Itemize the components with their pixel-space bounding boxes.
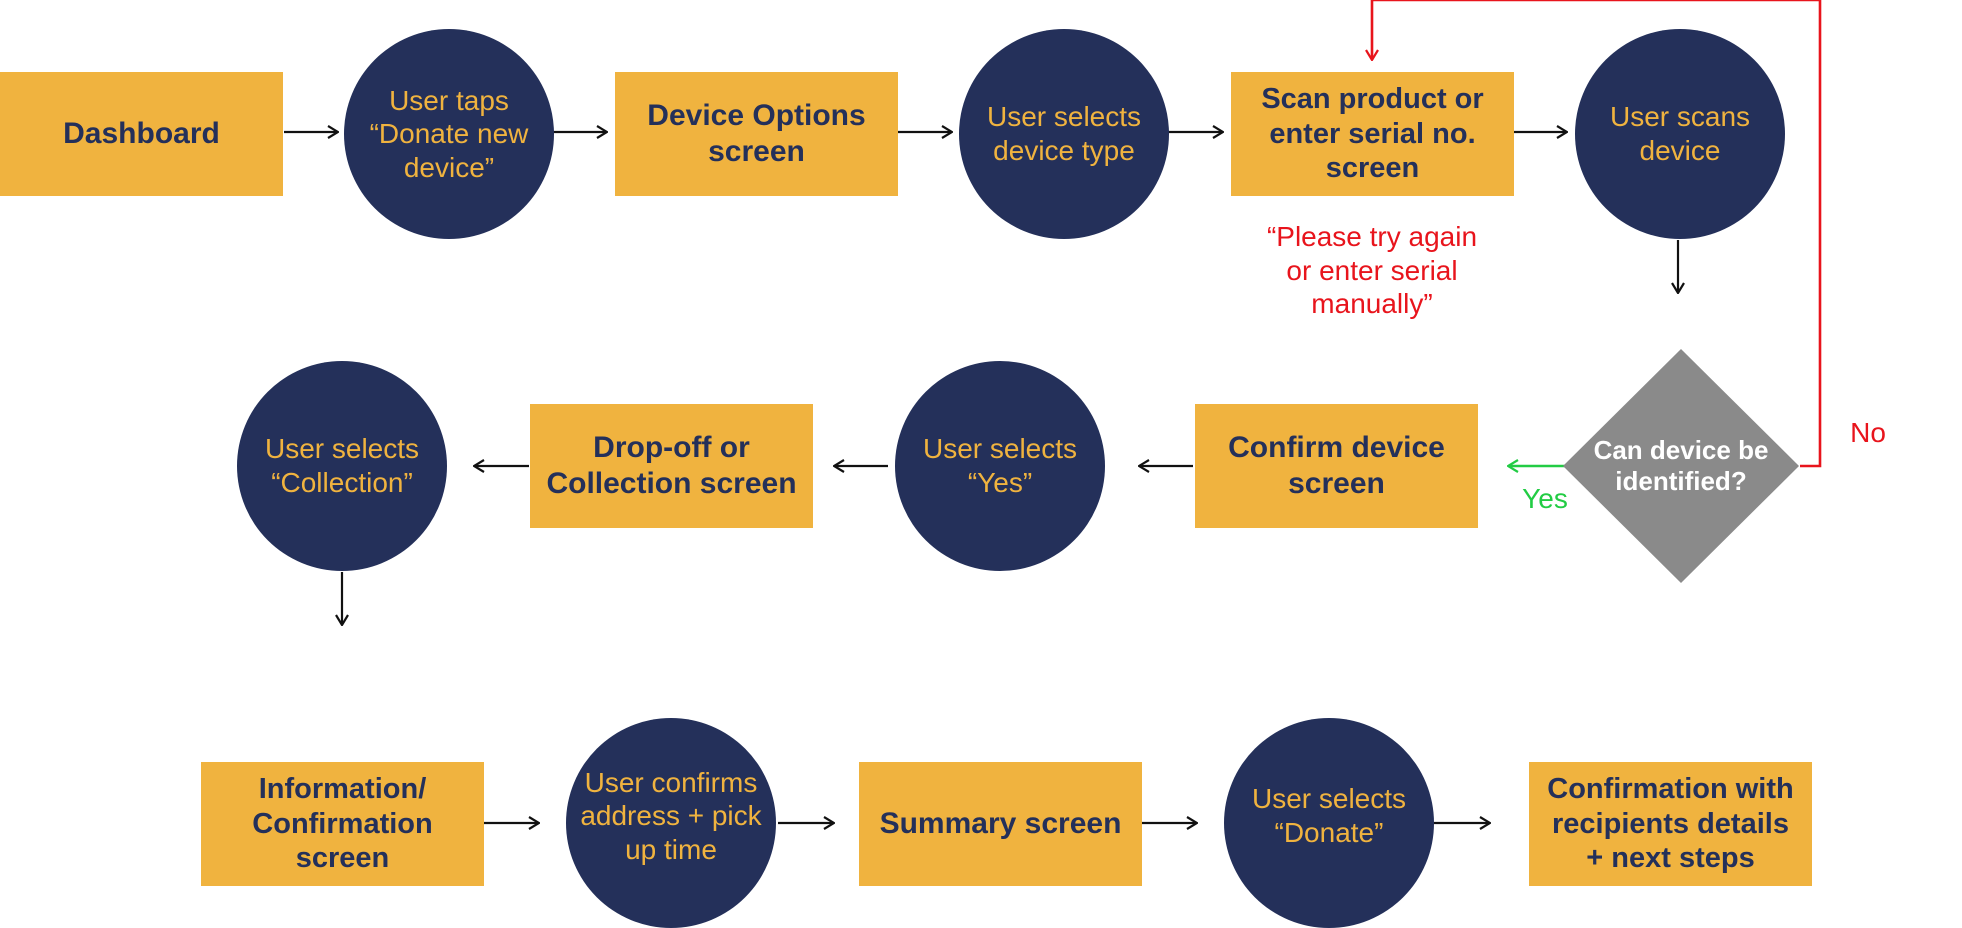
user-taps-node: User taps “Donate new device” [344, 29, 554, 239]
decision-diamond [1563, 349, 1799, 583]
information-confirmation-label: Information/ Confirmation screen [252, 772, 433, 875]
user-taps-label: User taps “Donate new device” [369, 84, 529, 183]
dashboard-label: Dashboard [63, 117, 220, 150]
confirmation-recipients-node: Confirmation with recipients details + n… [1529, 762, 1812, 886]
user-selects-device-type-node: User selects device type [959, 29, 1169, 239]
device-options-label: Device Options screen [647, 99, 866, 168]
user-selects-collection-label: User selects “Collection” [264, 433, 420, 498]
summary-node: Summary screen [859, 762, 1142, 886]
user-selects-donate-node: User selects “Donate” [1224, 718, 1434, 928]
user-selects-collection-node: User selects “Collection” [237, 361, 447, 571]
no-label: No [1850, 417, 1886, 448]
information-confirmation-node: Information/ Confirmation screen [201, 762, 484, 886]
confirm-device-label: Confirm device screen [1228, 431, 1445, 500]
dashboard-node: Dashboard [0, 72, 283, 196]
dropoff-collection-node: Drop-off or Collection screen [530, 404, 813, 528]
user-selects-yes-node: User selects “Yes” [895, 361, 1105, 571]
scan-product-node: Scan product or enter serial no. screen [1231, 72, 1514, 196]
scan-product-label: Scan product or enter serial no. screen [1261, 82, 1484, 185]
user-selects-device-type-label: User selects device type [986, 101, 1142, 166]
summary-label: Summary screen [879, 807, 1122, 840]
retry-message: “Please try again or enter serial manual… [1266, 221, 1478, 320]
user-confirms-address-label: User confirms address + pick up time [580, 766, 762, 865]
user-scans-device-node: User scans device [1575, 29, 1785, 239]
confirm-device-node: Confirm device screen [1195, 404, 1478, 528]
user-scans-device-label: User scans device [1609, 101, 1751, 166]
no-path-connector [1372, 0, 1822, 468]
yes-label: Yes [1522, 483, 1568, 514]
user-selects-donate-label: User selects “Donate” [1251, 783, 1407, 848]
dropoff-collection-label: Drop-off or Collection screen [546, 431, 797, 500]
confirmation-recipients-label: Confirmation with recipients details + n… [1547, 772, 1794, 875]
user-selects-yes-label: User selects “Yes” [922, 433, 1078, 498]
device-options-node: Device Options screen [615, 72, 898, 196]
decision-label: Can device be identified? [1593, 434, 1769, 496]
user-confirms-address-node: User confirms address + pick up time [566, 718, 776, 928]
